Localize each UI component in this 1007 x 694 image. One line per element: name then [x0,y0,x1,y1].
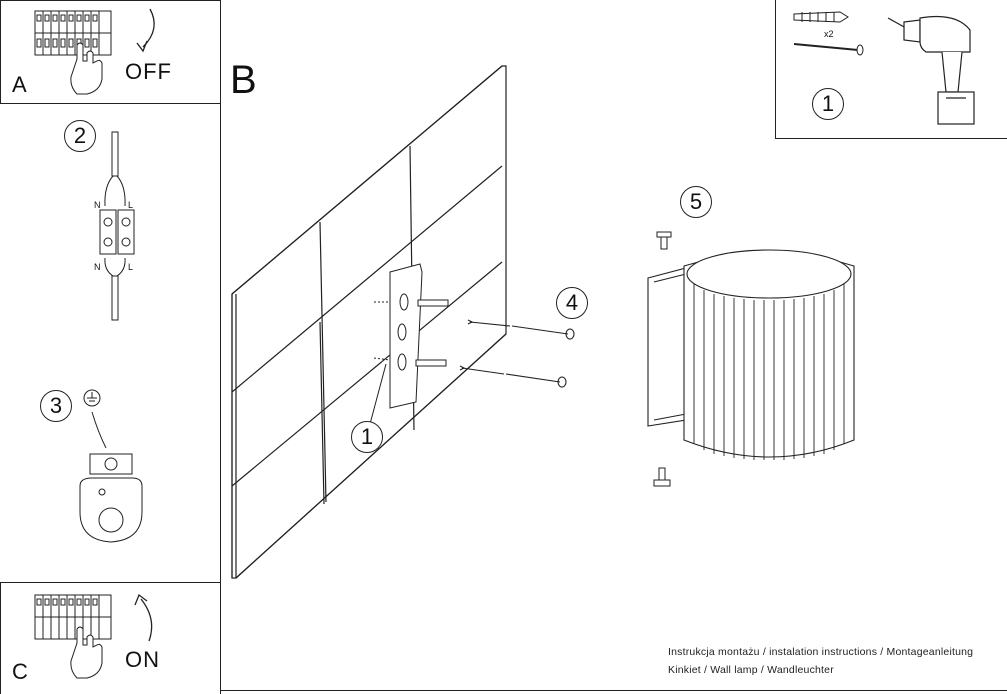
step-a-letter: A [12,72,27,97]
quantity-label: x2 [824,29,834,39]
step-1-badge: 1 [812,88,844,120]
terminal-block-diagram [99,131,135,321]
terminal-l-top: L [128,200,134,210]
ground-symbol-icon [83,389,101,407]
panel-c: C ON [0,582,221,694]
mounting-bracket-diagram [373,263,449,409]
step-1-wall-badge: 1 [351,421,383,453]
leader-line [369,363,387,425]
terminal-n-top: N [94,200,101,210]
step-3-badge: 3 [40,390,72,422]
ground-terminal-diagram [79,411,143,543]
panel-tools: x2 1 [775,0,1007,139]
step-2-badge: 2 [64,120,96,152]
footer-line-1: Instrukcja montażu / instalation instruc… [668,646,974,658]
left-column-frame [0,0,221,694]
step-5-badge: 5 [680,186,712,218]
panel-a: A OFF [0,0,221,104]
wall-plug-icon [793,11,849,23]
hand-pointing-icon [70,626,103,679]
bottom-rule [221,690,1007,691]
step-c-letter: C [12,659,28,684]
hand-pointing-icon [70,42,103,95]
curved-arrow-up-icon [134,593,153,642]
curved-arrow-down-icon [136,8,155,53]
step-b-letter: B [230,58,257,102]
lamp-screw-bottom [653,467,671,487]
off-label: OFF [125,59,172,84]
breaker-panel-icon [34,594,112,640]
lamp-screw-top [656,231,672,250]
terminal-n-bottom: N [94,262,101,272]
screw-icon [793,43,864,56]
on-label: ON [125,647,160,672]
step-4-badge: 4 [556,287,588,319]
wall-lamp-body [647,249,855,460]
terminal-l-bottom: L [128,262,134,272]
breaker-panel-icon [34,10,112,56]
screws-with-arrows [459,319,575,388]
footer-line-2: Kinkiet / Wall lamp / Wandleuchter [668,664,834,676]
power-drill-icon [887,15,975,125]
